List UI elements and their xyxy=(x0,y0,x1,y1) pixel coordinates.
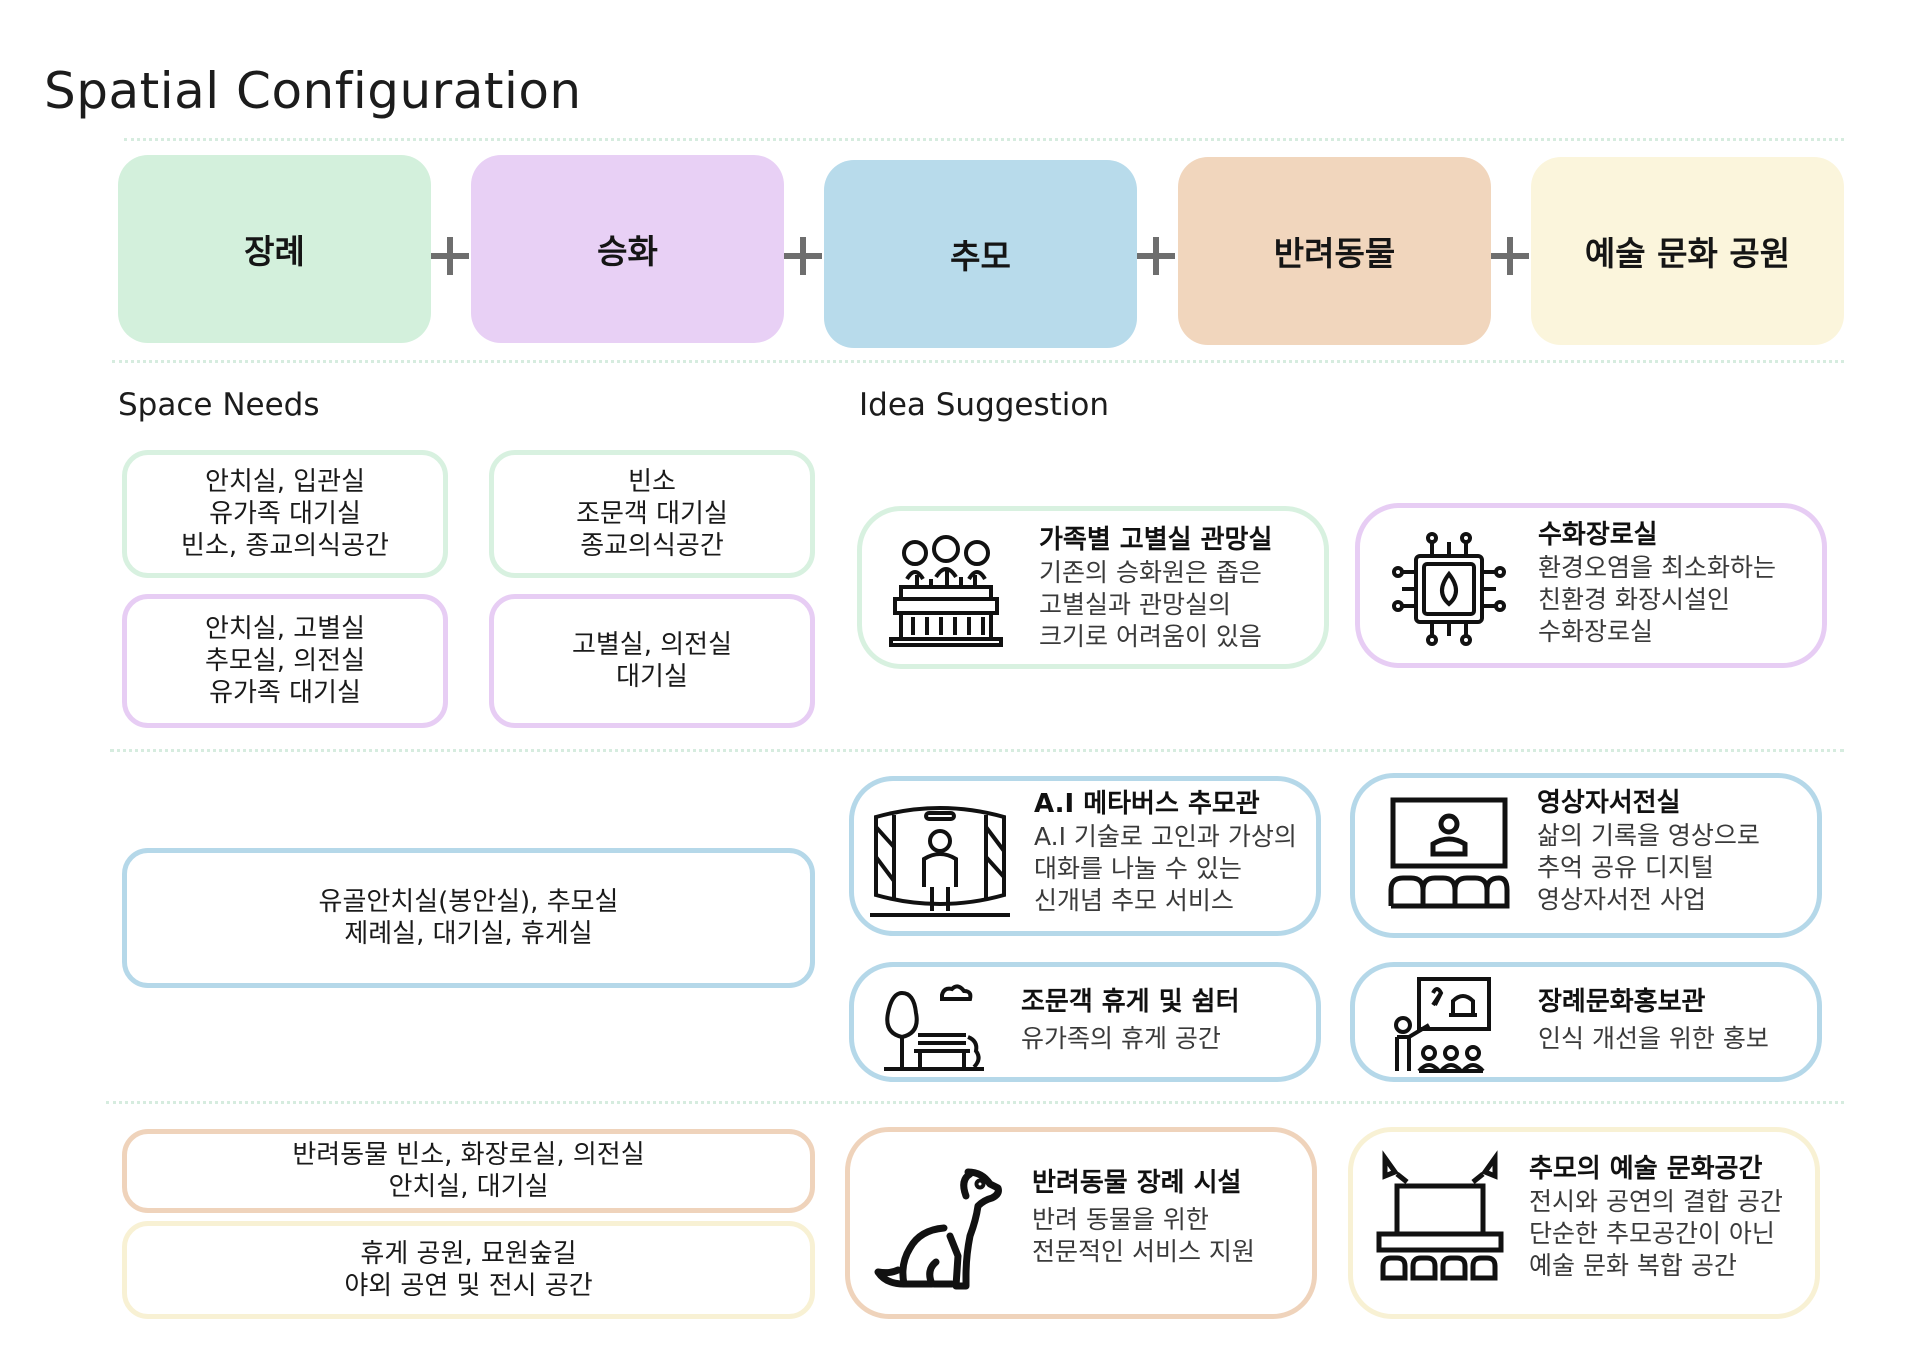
idea-card-rest-shelter: 조문객 휴게 및 쉼터 유가족의 휴게 공간 xyxy=(849,962,1321,1082)
category-label: 추모 xyxy=(950,237,1011,276)
idea-title: 반려동물 장례 시설 xyxy=(1032,1168,1242,1198)
family-viewing-icon xyxy=(887,529,1005,647)
page-title: Spatial Configuration xyxy=(44,62,582,120)
idea-title: 가족별 고별실 관망실 xyxy=(1039,525,1273,555)
divider xyxy=(124,138,1844,141)
category-label: 장례 xyxy=(244,232,305,271)
space-needs-heading: Space Needs xyxy=(118,387,320,423)
need-box-memorial: 유골안치실(봉안실), 추모실 제례실, 대기실, 휴게실 xyxy=(122,848,815,988)
plus-icon xyxy=(1491,237,1529,275)
idea-description: 기존의 승화원은 좁은 고별실과 관망실의 크기로 어려움이 있음 xyxy=(1039,558,1262,651)
category-sublimation: 승화 xyxy=(471,155,784,343)
idea-card-video-autobiography: 영상자서전실 삶의 기록을 영상으로 추억 공유 디지털 영상자서전 사업 xyxy=(1350,773,1822,938)
idea-card-family-viewing: 가족별 고별실 관망실 기존의 승화원은 좁은 고별실과 관망실의 크기로 어려… xyxy=(857,506,1329,669)
dog-icon xyxy=(872,1166,1002,1296)
idea-description: 환경오염을 최소화하는 친환경 화장시설인 수화장로실 xyxy=(1538,553,1776,646)
category-label: 예술 문화 공원 xyxy=(1584,234,1791,273)
plus-icon xyxy=(784,237,822,275)
idea-suggestion-heading: Idea Suggestion xyxy=(859,387,1110,423)
divider xyxy=(106,1101,1844,1104)
plus-icon xyxy=(1137,237,1175,275)
need-box-pet: 반려동물 빈소, 화장로실, 의전실 안치실, 대기실 xyxy=(122,1129,815,1213)
idea-title: 장례문화홍보관 xyxy=(1538,987,1706,1017)
idea-card-promotion-hall: 장례문화홍보관 인식 개선을 위한 홍보 xyxy=(1350,962,1822,1082)
idea-title: A.I 메타버스 추모관 xyxy=(1034,789,1260,819)
idea-title: 영상자서전실 xyxy=(1537,788,1681,818)
need-box-funeral-2: 빈소 조문객 대기실 종교의식공간 xyxy=(489,450,815,578)
category-memorial: 추모 xyxy=(824,160,1137,348)
idea-card-pet-funeral: 반려동물 장례 시설 반려 동물을 위한 전문적인 서비스 지원 xyxy=(845,1127,1317,1319)
category-funeral: 장례 xyxy=(118,155,431,343)
idea-card-water-cremation: 수화장로실 환경오염을 최소화하는 친환경 화장시설인 수화장로실 xyxy=(1355,503,1827,668)
idea-card-art-culture: 추모의 예술 문화공간 전시와 공연의 결합 공간 단순한 추모공간이 아닌 예… xyxy=(1348,1127,1820,1319)
idea-title: 수화장로실 xyxy=(1538,520,1658,550)
idea-title: 조문객 휴게 및 쉼터 xyxy=(1021,987,1240,1017)
idea-description: 반려 동물을 위한 전문적인 서비스 지원 xyxy=(1032,1205,1255,1266)
stage-icon xyxy=(1375,1150,1505,1282)
idea-description: 인식 개선을 위한 홍보 xyxy=(1538,1024,1769,1053)
idea-description: 유가족의 휴게 공간 xyxy=(1021,1024,1221,1053)
plus-icon xyxy=(431,237,469,275)
divider xyxy=(110,749,1844,752)
park-bench-icon xyxy=(884,977,984,1077)
idea-card-ai-metaverse: A.I 메타버스 추모관 A.I 기술로 고인과 가상의 대화를 나눌 수 있는… xyxy=(849,776,1321,936)
need-box-sublimation-2: 고별실, 의전실 대기실 xyxy=(489,594,815,728)
water-chip-icon xyxy=(1390,530,1508,648)
video-theater-icon xyxy=(1387,794,1511,918)
need-box-sublimation-1: 안치실, 고별실 추모실, 의전실 유가족 대기실 xyxy=(122,594,448,728)
metaverse-icon xyxy=(870,797,1010,921)
need-box-art-park: 휴게 공원, 묘원숲길 야외 공연 및 전시 공간 xyxy=(122,1221,815,1319)
category-label: 승화 xyxy=(597,232,658,271)
idea-description: 삶의 기록을 영상으로 추억 공유 디지털 영상자서전 사업 xyxy=(1537,821,1760,914)
category-art-park: 예술 문화 공원 xyxy=(1531,157,1844,345)
need-box-funeral-1: 안치실, 입관실 유가족 대기실 빈소, 종교의식공간 xyxy=(122,450,448,578)
presentation-icon xyxy=(1389,975,1493,1079)
category-label: 반려동물 xyxy=(1273,234,1396,273)
idea-title: 추모의 예술 문화공간 xyxy=(1529,1154,1763,1184)
idea-description: 전시와 공연의 결합 공간 단순한 추모공간이 아닌 예술 문화 복합 공간 xyxy=(1529,1187,1783,1280)
category-pet: 반려동물 xyxy=(1178,157,1491,345)
divider xyxy=(112,360,1844,363)
idea-description: A.I 기술로 고인과 가상의 대화를 나눌 수 있는 신개념 추모 서비스 xyxy=(1034,822,1297,915)
